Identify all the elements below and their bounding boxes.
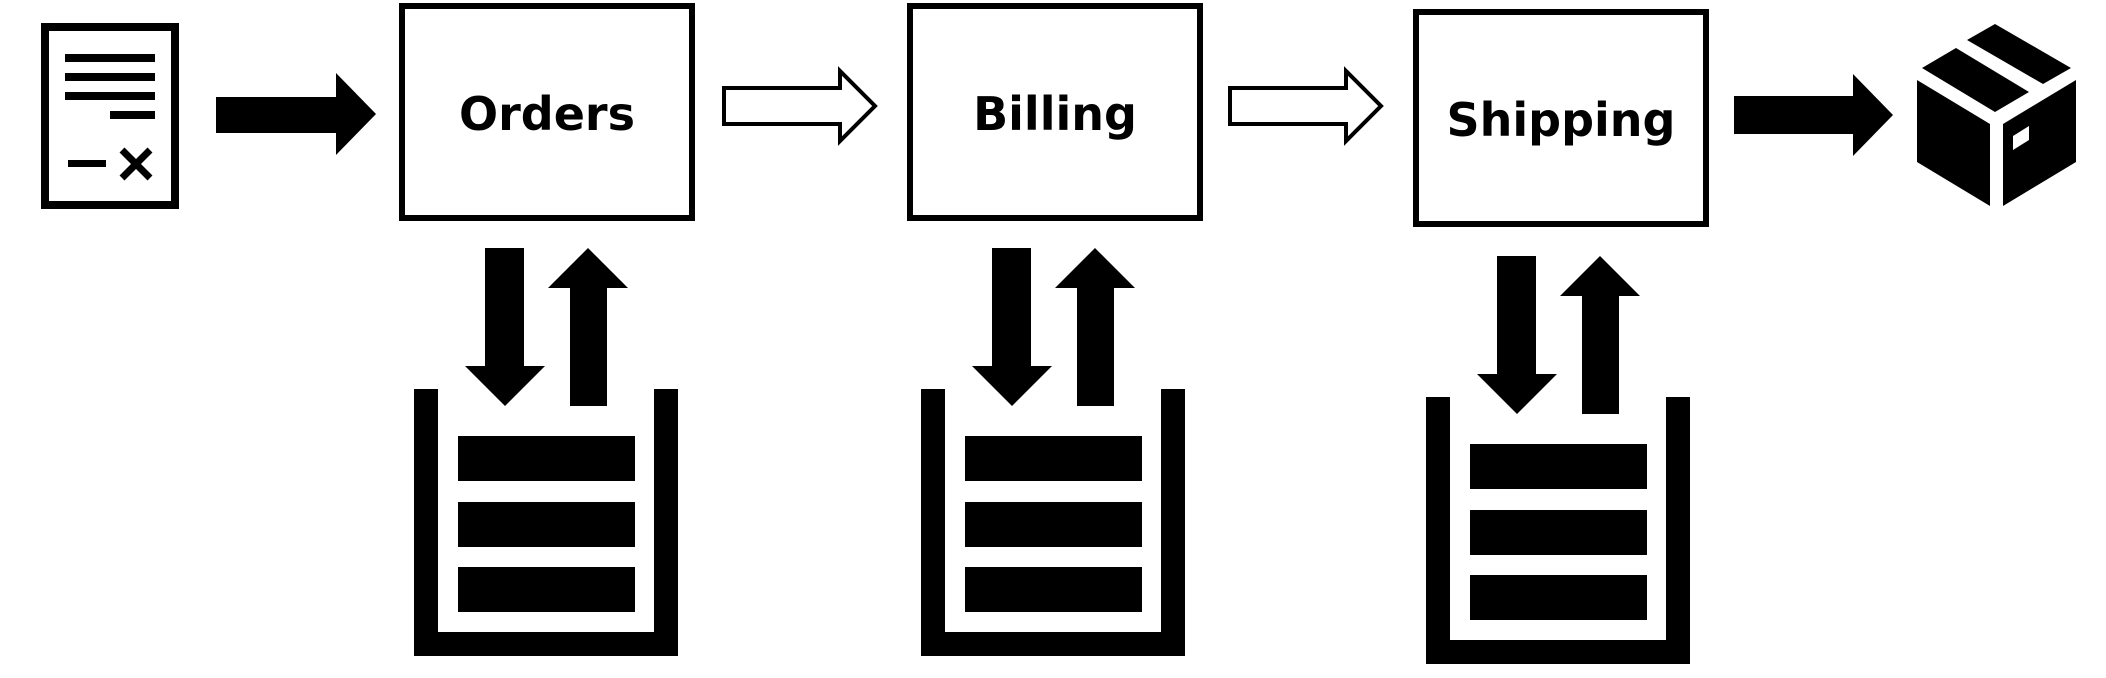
stage-box-orders: Orders [399, 3, 695, 221]
hollow-arrow-right-icon [722, 66, 878, 146]
up-arrow-icon [1560, 256, 1640, 414]
shipping-box-icon [1917, 24, 2076, 206]
stage-label-orders: Orders [459, 87, 635, 141]
order-document-icon [41, 23, 179, 209]
arrow-right-icon [216, 73, 376, 155]
stage-label-shipping: Shipping [1447, 93, 1676, 147]
storage-group-billing [921, 248, 1185, 656]
down-arrow-icon [465, 248, 545, 406]
arrow-right-icon [1734, 74, 1893, 156]
down-arrow-icon [1477, 256, 1557, 414]
storage-group-shipping [1426, 256, 1690, 664]
storage-group-orders [414, 248, 678, 656]
database-storage-icon [414, 389, 678, 656]
up-arrow-icon [548, 248, 628, 406]
stage-box-billing: Billing [907, 3, 1203, 221]
hollow-arrow-right-icon [1228, 66, 1384, 146]
database-storage-icon [921, 389, 1185, 656]
database-storage-icon [1426, 397, 1690, 664]
up-arrow-icon [1055, 248, 1135, 406]
stage-box-shipping: Shipping [1413, 9, 1709, 227]
stage-label-billing: Billing [973, 87, 1137, 141]
down-arrow-icon [972, 248, 1052, 406]
